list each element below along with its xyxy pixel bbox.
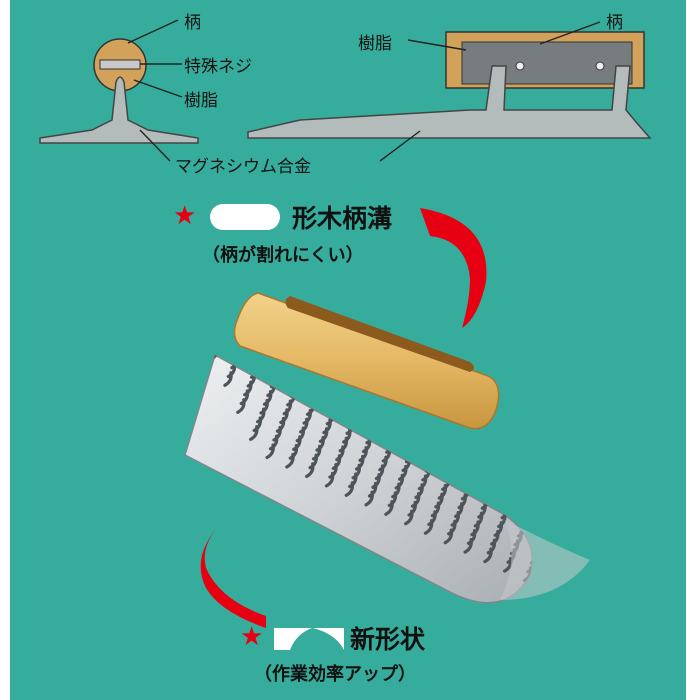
blade-tooth	[288, 444, 299, 460]
wooden-handle	[233, 292, 500, 430]
blade-tooth	[328, 462, 338, 479]
red-arrow-bottom	[200, 522, 266, 628]
blade-tooth	[322, 418, 332, 435]
blade-tooth	[348, 472, 358, 489]
blade-tooth	[335, 445, 345, 462]
label-resin-left: 樹脂	[184, 91, 218, 111]
label-handle-right: 柄	[606, 13, 623, 33]
blade-tooth	[453, 502, 464, 518]
left-cross-section	[39, 38, 199, 144]
white-badge	[210, 204, 280, 230]
right-metal-base	[247, 65, 652, 139]
blade-tooth	[295, 426, 306, 443]
feature-2-title: 新形状	[350, 625, 426, 654]
feature-2-note: （作業効率アップ）	[254, 664, 416, 685]
blade-tooth	[255, 407, 266, 424]
star-icon: ★	[240, 622, 264, 652]
blade-tooth	[236, 398, 246, 414]
label-resin-right: 樹脂	[358, 34, 392, 54]
label-handle-left: 柄	[184, 13, 201, 33]
blade-tooth	[473, 511, 484, 528]
blade-tooth	[275, 417, 286, 433]
blade-tooth	[466, 529, 477, 545]
blade-tooth	[394, 473, 405, 490]
blade-tooth	[354, 454, 365, 471]
left-metal-base	[39, 76, 199, 144]
right-cross-section	[247, 31, 652, 139]
blade-tooth	[342, 427, 352, 444]
blade-tooth	[367, 481, 378, 498]
label-alloy: マグネシウム合金	[175, 157, 311, 177]
blade-tooth	[486, 538, 497, 555]
handle-groove	[285, 296, 474, 372]
blade-tooth	[493, 521, 504, 537]
screw-shape	[99, 59, 141, 70]
blade-tooth	[302, 408, 312, 425]
feature-1-note: （柄が割れにくい）	[202, 245, 364, 266]
rivet	[595, 61, 605, 71]
leader-lines	[127, 19, 601, 162]
blade-tooth	[249, 425, 259, 441]
blade-tooth	[414, 483, 424, 500]
red-arrow-top	[420, 208, 487, 328]
blade-tooth	[308, 453, 318, 470]
blade-tooth	[243, 380, 253, 397]
blade-tooth	[282, 399, 293, 416]
label-special-screw: 特殊ネジ	[184, 57, 252, 77]
blade-tooth	[447, 519, 457, 536]
feature-1-title: 形木柄溝	[292, 204, 393, 233]
blade-tooth	[374, 464, 385, 481]
blade-tooth	[315, 435, 325, 452]
white-badge-right	[313, 628, 344, 650]
blade-tooth	[262, 390, 273, 406]
blade-tooth	[434, 492, 444, 509]
blade-tooth	[407, 500, 417, 517]
white-badge-left	[274, 628, 312, 650]
blade-tooth	[427, 510, 437, 527]
blade-tooth	[223, 371, 233, 387]
rivet	[515, 61, 525, 71]
blade-tooth	[387, 491, 398, 508]
star-icon: ★	[173, 201, 197, 231]
blade-tooth	[268, 434, 279, 451]
handle-block	[461, 41, 633, 85]
